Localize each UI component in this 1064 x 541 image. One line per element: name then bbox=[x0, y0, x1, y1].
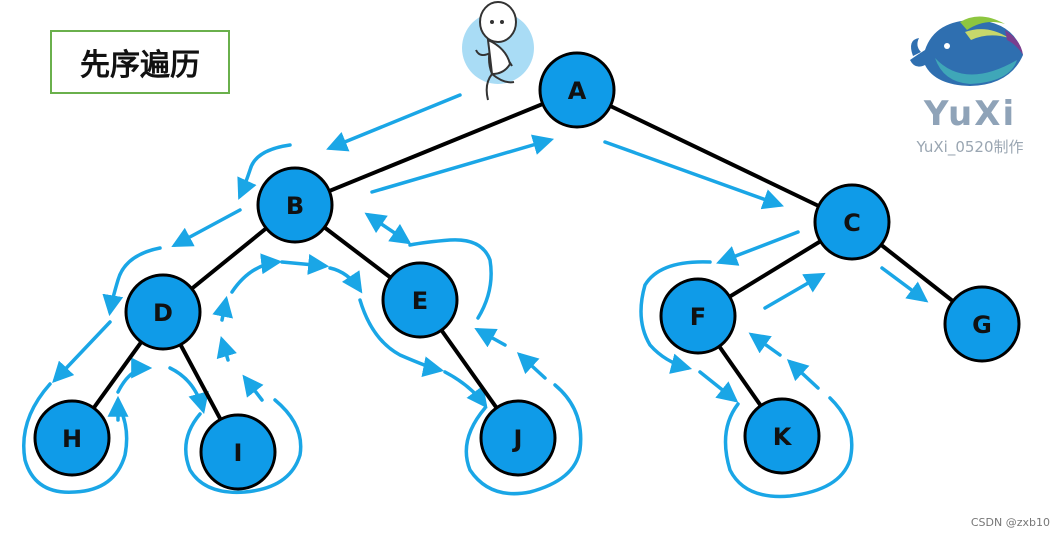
path-arrow-f-to-k bbox=[698, 370, 739, 403]
tree-node-B: B bbox=[256, 166, 334, 244]
tree-node-circle-E bbox=[381, 261, 459, 339]
path-loop-j bbox=[464, 383, 583, 496]
path-arrow-c-to-f bbox=[716, 230, 800, 266]
tree-node-circle-A bbox=[538, 51, 616, 129]
tree-node-circle-G bbox=[943, 285, 1021, 363]
path-arrow-i-up-2 bbox=[216, 335, 237, 362]
path-arrow-k-to-f bbox=[748, 332, 782, 357]
path-arrow-j-up bbox=[516, 352, 547, 380]
tree-node-label-E: E bbox=[412, 287, 428, 315]
tree-node-label-I: I bbox=[234, 439, 243, 467]
tree-edges bbox=[70, 88, 984, 453]
path-arrow-a-to-c bbox=[603, 140, 784, 210]
path-arrow-d-to-h bbox=[52, 320, 112, 384]
path-arrow-j-to-e-right bbox=[474, 327, 507, 348]
path-loop-f-left bbox=[639, 260, 712, 374]
tree-node-A: A bbox=[538, 51, 616, 129]
tree-node-circle-B bbox=[256, 166, 334, 244]
path-arrow-b-bottom-to-e bbox=[280, 253, 330, 275]
tree-node-circle-D bbox=[124, 273, 202, 351]
path-arrow-c-to-g bbox=[880, 266, 929, 303]
path-loop-e-right bbox=[408, 238, 493, 320]
path-arrow-i-up-1 bbox=[242, 374, 264, 402]
tree-node-I: I bbox=[199, 413, 277, 491]
path-arrow-f-to-c bbox=[763, 272, 826, 310]
tree-node-K: K bbox=[743, 397, 821, 475]
path-arrow-b-to-a bbox=[370, 134, 555, 194]
tree-node-label-H: H bbox=[62, 425, 82, 453]
tree-node-label-K: K bbox=[773, 423, 793, 451]
path-loop-k bbox=[723, 396, 854, 499]
path-loop-i bbox=[184, 398, 303, 495]
path-arrow-e-to-b bbox=[364, 212, 412, 245]
path-arrow-k-up bbox=[786, 359, 820, 390]
tree-node-label-J: J bbox=[512, 425, 523, 453]
running-stickman-icon bbox=[462, 1, 534, 101]
tree-edge-A-C bbox=[576, 88, 853, 224]
tree-node-F: F bbox=[659, 277, 737, 355]
tree-node-label-D: D bbox=[153, 299, 173, 327]
path-arrow-b-left bbox=[237, 143, 292, 200]
brand-name: YuXi bbox=[923, 94, 1017, 134]
tree-node-circle-F bbox=[659, 277, 737, 355]
tree-node-label-B: B bbox=[286, 192, 304, 220]
tree-node-C: C bbox=[813, 183, 891, 261]
tree-node-label-F: F bbox=[690, 303, 706, 331]
path-arrow-d-bottom-to-i bbox=[168, 366, 209, 415]
tree-node-label-C: C bbox=[843, 209, 861, 237]
tree-node-circle-I bbox=[199, 413, 277, 491]
tree-node-J: J bbox=[479, 399, 557, 477]
path-arrow-i-up-3 bbox=[212, 295, 234, 322]
tree-node-circle-H bbox=[33, 399, 111, 477]
path-arrow-d-left bbox=[102, 246, 162, 317]
whale-icon bbox=[910, 16, 1023, 86]
tree-nodes: A B C D E F G H I J K bbox=[33, 51, 1021, 491]
tree-node-H: H bbox=[33, 399, 111, 477]
path-arrow-b-to-d bbox=[171, 208, 242, 247]
path-arrow-start-to-b bbox=[326, 93, 462, 152]
path-arrow-e-to-j bbox=[443, 370, 488, 409]
tree-node-label-G: G bbox=[972, 311, 992, 339]
page-title: 先序遍历 bbox=[80, 48, 200, 83]
tree-node-label-A: A bbox=[568, 77, 587, 105]
title-box: 先序遍历 bbox=[50, 30, 230, 94]
tree-node-circle-J bbox=[479, 399, 557, 477]
tree-node-E: E bbox=[381, 261, 459, 339]
path-arrow-up-to-b-bottom bbox=[230, 253, 283, 294]
watermark: CSDN @zxb10 bbox=[970, 516, 1050, 529]
brand-subtitle: YuXi_0520制作 bbox=[916, 138, 1024, 156]
path-loop-h bbox=[22, 382, 129, 494]
tree-node-circle-K bbox=[743, 397, 821, 475]
path-arrow-to-e-left bbox=[328, 266, 363, 294]
path-arrow-h-to-d-bottom bbox=[116, 357, 153, 394]
brand-logo-block: YuXi YuXi_0520制作 bbox=[905, 10, 1055, 160]
tree-node-circle-C bbox=[813, 183, 891, 261]
tree-edge-A-B bbox=[294, 88, 578, 207]
traversal-path bbox=[22, 93, 929, 499]
path-loop-e bbox=[358, 298, 445, 377]
tree-node-D: D bbox=[124, 273, 202, 351]
tree-node-G: G bbox=[943, 285, 1021, 363]
